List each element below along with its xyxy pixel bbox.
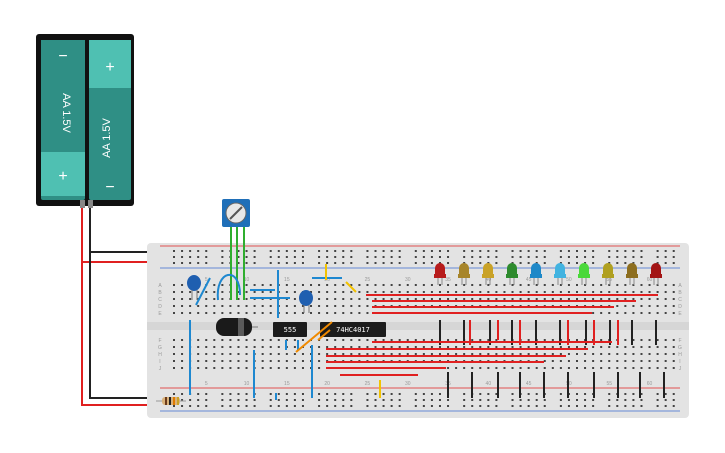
row-letter: G bbox=[158, 345, 162, 351]
wires-yellow[interactable] bbox=[325, 264, 381, 398]
cell1-minus-label: − bbox=[58, 48, 67, 65]
row-letter: E bbox=[158, 311, 162, 317]
led[interactable] bbox=[434, 263, 446, 285]
column-number: 25 bbox=[365, 381, 371, 387]
row-letter: F bbox=[158, 338, 161, 344]
column-number: 15 bbox=[284, 381, 290, 387]
row-letter: D bbox=[678, 304, 682, 310]
row-letter: I bbox=[159, 359, 160, 365]
row-letter: E bbox=[678, 311, 682, 317]
led[interactable] bbox=[530, 263, 542, 285]
black-ground-wires[interactable] bbox=[439, 320, 665, 398]
column-number: 50 bbox=[566, 277, 572, 283]
ceramic-capacitor-2[interactable] bbox=[299, 290, 313, 313]
led[interactable] bbox=[458, 263, 470, 285]
wires-orange[interactable] bbox=[295, 321, 333, 353]
column-number: 30 bbox=[405, 381, 411, 387]
column-number: 60 bbox=[647, 381, 653, 387]
column-number: 20 bbox=[324, 277, 330, 283]
column-number: 50 bbox=[566, 381, 572, 387]
led[interactable] bbox=[482, 263, 494, 285]
wires-blue[interactable] bbox=[189, 270, 342, 400]
red-led-wires[interactable] bbox=[366, 294, 658, 314]
counter-74hc4017-label: 74HC4017 bbox=[336, 326, 370, 334]
led[interactable] bbox=[650, 263, 662, 285]
column-number: 60 bbox=[647, 277, 653, 283]
ceramic-capacitor-1[interactable] bbox=[187, 275, 201, 300]
column-number: 40 bbox=[486, 381, 492, 387]
timer-555-chip[interactable]: 555 bbox=[273, 322, 307, 337]
row-letter: F bbox=[678, 338, 681, 344]
row-letter: D bbox=[158, 304, 162, 310]
row-letter: C bbox=[158, 297, 162, 303]
column-number: 10 bbox=[244, 277, 250, 283]
column-number: 15 bbox=[284, 277, 290, 283]
led[interactable] bbox=[506, 263, 518, 285]
row-letter: J bbox=[679, 366, 682, 372]
wire-blue-loop[interactable] bbox=[216, 274, 241, 301]
battery-pack[interactable]: − + + − AA 1.5V AA 1.5V bbox=[36, 34, 134, 208]
column-number: 45 bbox=[526, 277, 532, 283]
row-letter: C bbox=[678, 297, 682, 303]
led[interactable] bbox=[626, 263, 638, 285]
led-row bbox=[434, 263, 662, 285]
row-letter: B bbox=[678, 290, 682, 296]
row-letter: I bbox=[679, 359, 680, 365]
column-number: 20 bbox=[324, 381, 330, 387]
column-number: 5 bbox=[205, 277, 208, 283]
row-letter: A bbox=[158, 283, 162, 289]
led[interactable] bbox=[578, 263, 590, 285]
electrolytic-capacitor[interactable] bbox=[216, 318, 258, 336]
counter-74hc4017-chip[interactable]: 74HC4017 bbox=[320, 322, 386, 337]
column-number: 40 bbox=[486, 277, 492, 283]
potentiometer[interactable] bbox=[222, 199, 250, 300]
cell1-label: AA 1.5V bbox=[60, 93, 72, 133]
resistor[interactable] bbox=[156, 397, 186, 405]
cell2-minus-label: − bbox=[105, 179, 114, 196]
led[interactable] bbox=[554, 263, 566, 285]
cell2-plus-label: + bbox=[105, 59, 114, 76]
column-number: 55 bbox=[606, 277, 612, 283]
column-number: 35 bbox=[445, 277, 451, 283]
timer-555-label: 555 bbox=[284, 326, 297, 334]
cell1-plus-label: + bbox=[58, 168, 67, 185]
led[interactable] bbox=[602, 263, 614, 285]
cell2-label: AA 1.5V bbox=[101, 117, 113, 157]
column-number: 25 bbox=[365, 277, 371, 283]
column-number: 30 bbox=[405, 277, 411, 283]
row-letter: H bbox=[158, 352, 162, 358]
red-output-wires[interactable] bbox=[326, 320, 619, 376]
column-numbers: 5510101515202025253030353540404545505055… bbox=[205, 277, 653, 387]
row-letter: H bbox=[678, 352, 682, 358]
row-letter: B bbox=[158, 290, 162, 296]
column-number: 5 bbox=[205, 381, 208, 387]
row-letter: J bbox=[159, 366, 162, 372]
row-letter: G bbox=[678, 345, 682, 351]
column-number: 55 bbox=[606, 381, 612, 387]
column-number: 10 bbox=[244, 381, 250, 387]
row-letter: A bbox=[678, 283, 682, 289]
column-number: 45 bbox=[526, 381, 532, 387]
